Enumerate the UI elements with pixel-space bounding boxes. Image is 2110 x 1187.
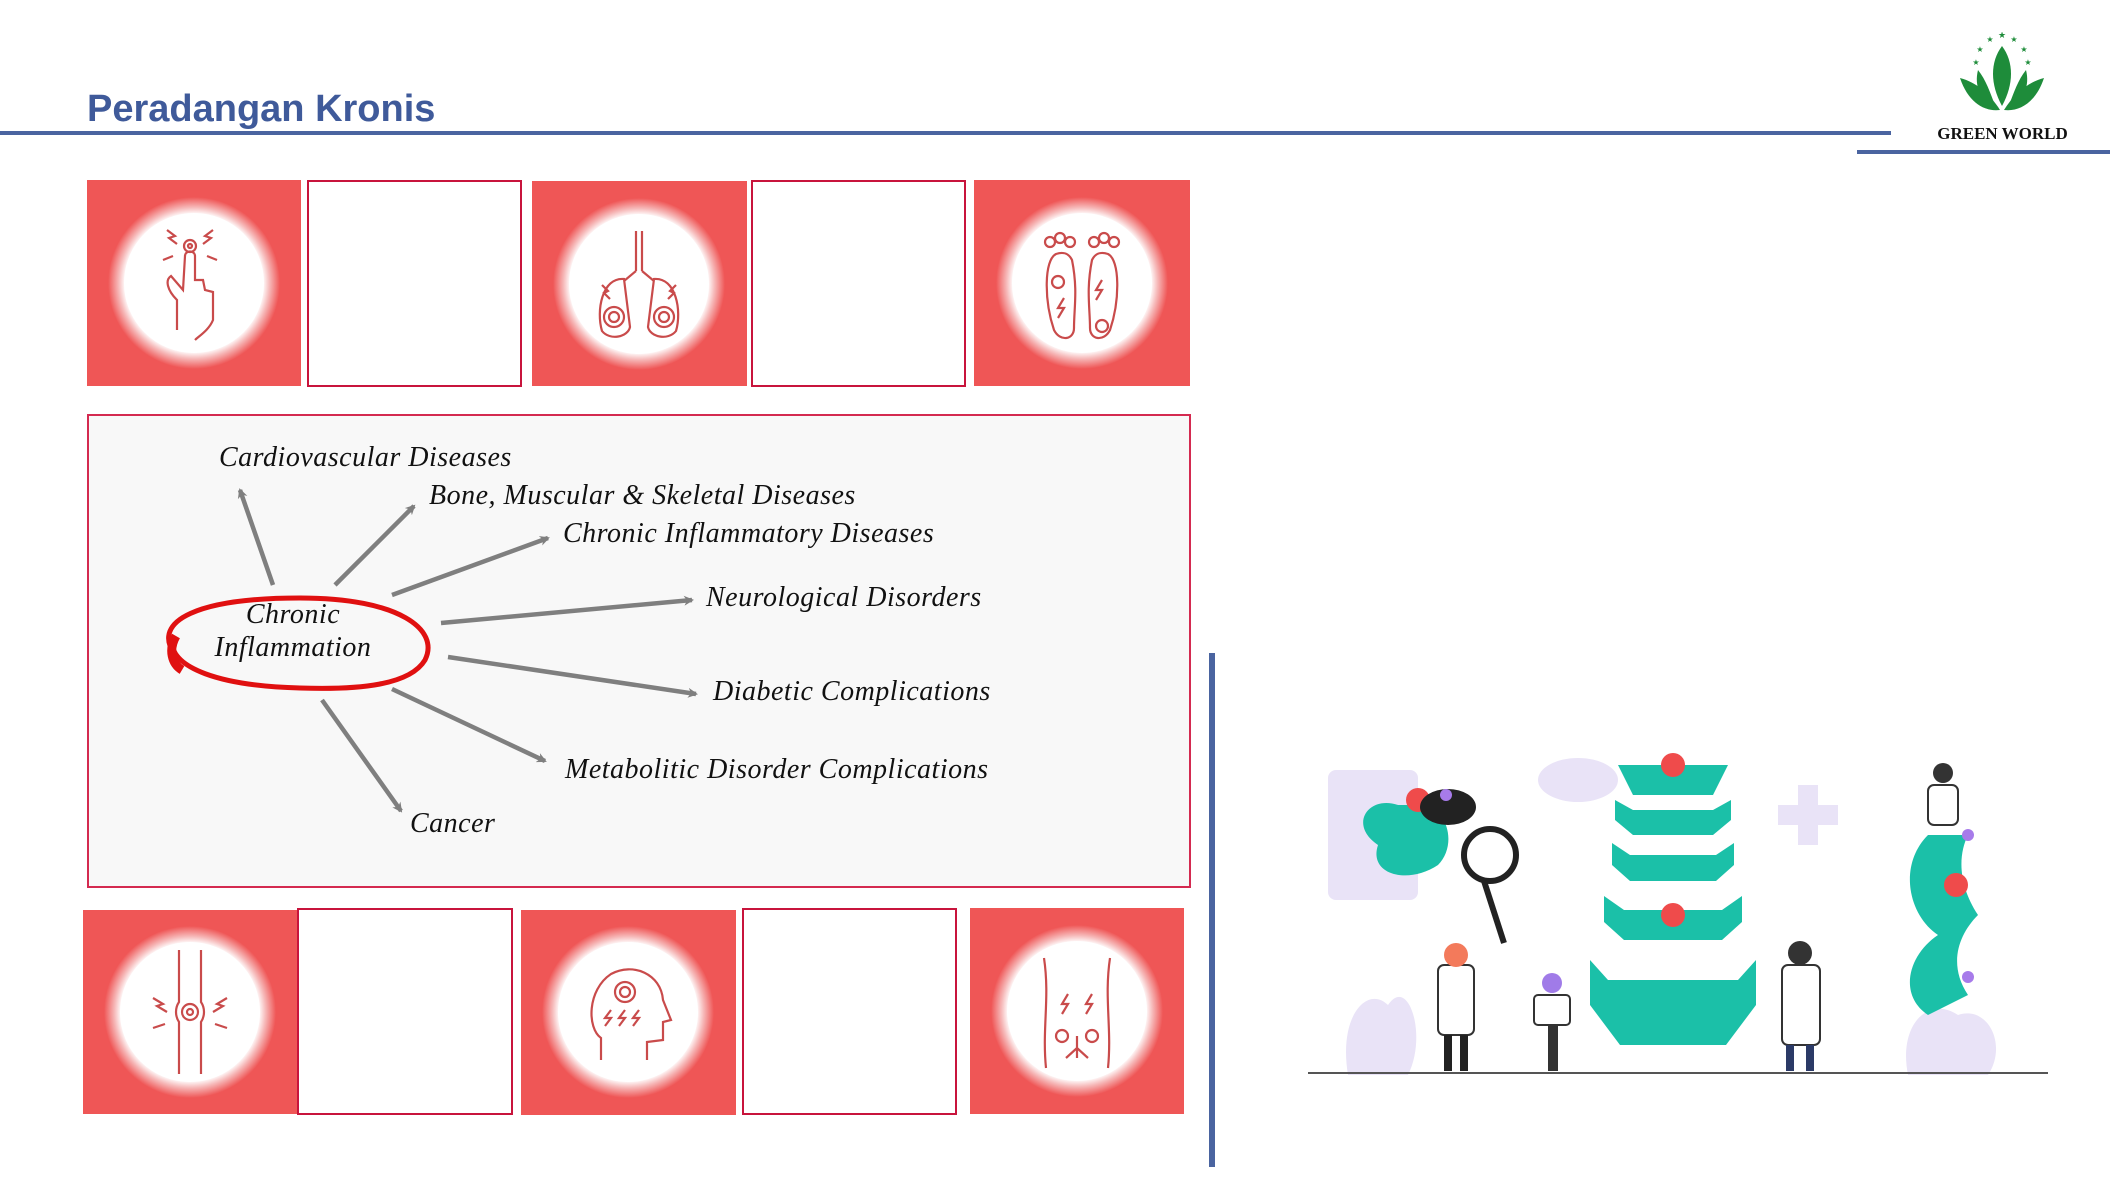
- knee-joint-pain-icon: [104, 926, 276, 1098]
- empty-frame: [751, 180, 966, 387]
- spine-doctors-illustration: [1308, 753, 2048, 1075]
- lower-back-pain-icon: [991, 925, 1163, 1097]
- diagram-center-label: Chronic Inflammation: [178, 598, 408, 664]
- page-title: Peradangan Kronis: [87, 88, 436, 130]
- tile-feet: [974, 180, 1190, 386]
- magnifier-icon: [1461, 826, 1519, 944]
- tile-head: [521, 910, 736, 1115]
- outcome-label: Chronic Inflammatory Diseases: [563, 518, 935, 549]
- green-world-logo: ★ ★ ★ ★ ★ ★ ★ GREEN WORLD: [1920, 30, 2085, 144]
- outcome-label: Bone, Muscular & Skeletal Diseases: [429, 480, 856, 511]
- outcome-label: Neurological Disorders: [706, 582, 982, 613]
- title-divider: [0, 131, 1891, 135]
- outcome-label: Cardiovascular Diseases: [219, 442, 512, 473]
- head-brain-pain-icon: [542, 926, 714, 1098]
- svg-text:★: ★: [1986, 35, 1993, 44]
- outcome-label: Metabolitic Disorder Complications: [565, 754, 989, 785]
- medical-cross-icon: [1778, 785, 1838, 845]
- svg-text:★: ★: [1972, 58, 1979, 67]
- finger-joint-pain-icon: [108, 197, 280, 369]
- lungs-inflammation-icon: [553, 198, 725, 370]
- feet-pain-icon: [996, 197, 1168, 369]
- leaf-logo-icon: ★ ★ ★ ★ ★ ★ ★: [1960, 30, 2044, 111]
- tile-finger-joint: [87, 180, 301, 386]
- center-line-1: Chronic: [245, 599, 341, 630]
- doctor-figures: [1437, 763, 1959, 1071]
- tile-knee: [83, 910, 297, 1114]
- logo-divider: [1857, 150, 2110, 154]
- empty-frame: [742, 908, 957, 1115]
- vertical-divider: [1209, 653, 1215, 1167]
- empty-frame: [297, 908, 513, 1115]
- center-line-2: Inflammation: [214, 632, 372, 663]
- logo-text: GREEN WORLD: [1937, 124, 2068, 143]
- svg-text:★: ★: [2010, 35, 2017, 44]
- svg-text:★: ★: [2020, 45, 2027, 54]
- empty-frame: [307, 180, 522, 387]
- outcome-label: Cancer: [410, 808, 496, 839]
- tile-lower-back: [970, 908, 1184, 1114]
- svg-text:★: ★: [1976, 45, 1983, 54]
- svg-text:★: ★: [1998, 32, 2006, 40]
- outcome-label: Diabetic Complications: [713, 676, 991, 707]
- tile-lungs: [532, 181, 747, 386]
- svg-text:★: ★: [2024, 58, 2031, 67]
